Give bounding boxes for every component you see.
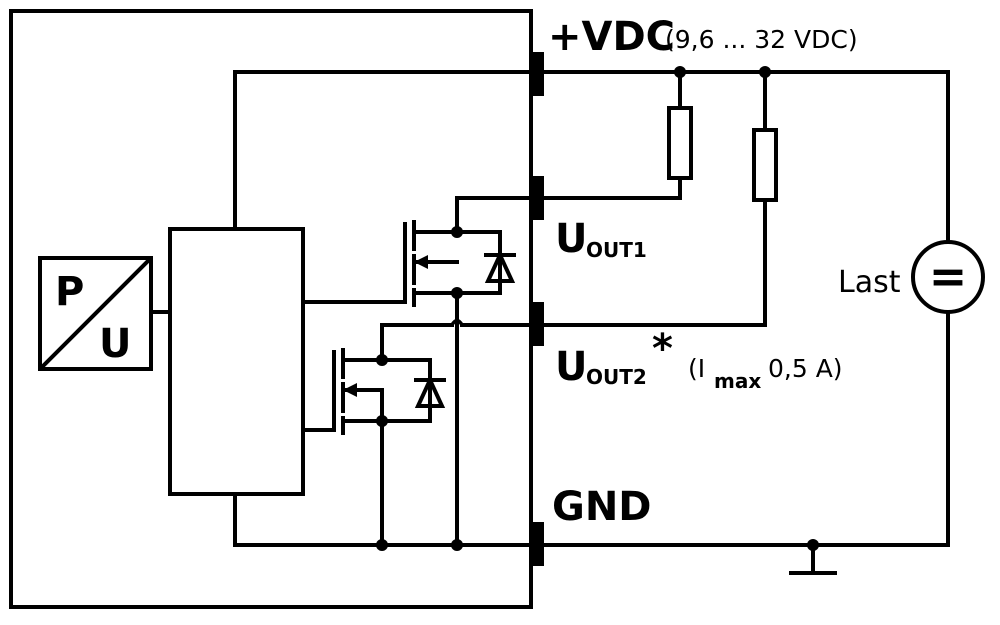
supply-rail: [233, 70, 950, 242]
out2-subscript: OUT2: [586, 365, 647, 389]
transistor-out1: [403, 196, 542, 547]
ground-rail: [233, 312, 950, 547]
load-label: Last: [838, 265, 901, 300]
supply-label: +VDC: [548, 14, 675, 60]
resistor-out2: [752, 128, 778, 202]
out2-label: U: [555, 344, 587, 390]
out1-load-wire: [538, 176, 682, 200]
pin-out2: [530, 302, 544, 346]
pressure-converter: P U: [38, 256, 172, 371]
diode-out2-icon: [414, 375, 446, 408]
supply-range-label: (9,6 ... 32 VDC): [665, 25, 858, 54]
imax-open: (I: [688, 354, 705, 383]
load-symbol: =: [911, 240, 985, 314]
pin-out1: [530, 176, 544, 220]
out1-subscript: OUT1: [586, 238, 647, 262]
gnd-label: GND: [552, 484, 652, 530]
transistor-out2: [332, 198, 767, 547]
ground-symbol-icon: [789, 539, 837, 575]
out2-star: *: [652, 326, 673, 372]
resistor-out1: [667, 106, 693, 180]
out1-label: U: [555, 216, 587, 262]
logic-block: [168, 227, 305, 496]
load-symbol-glyph: =: [929, 249, 968, 303]
converter-u-label: U: [99, 321, 131, 367]
pin-vdc: [530, 52, 544, 96]
diode-out1-icon: [484, 250, 516, 283]
imax-value: 0,5 A): [768, 354, 843, 383]
pin-gnd: [530, 522, 544, 566]
imax-subscript: max: [714, 369, 761, 393]
converter-p-label: P: [55, 269, 84, 315]
